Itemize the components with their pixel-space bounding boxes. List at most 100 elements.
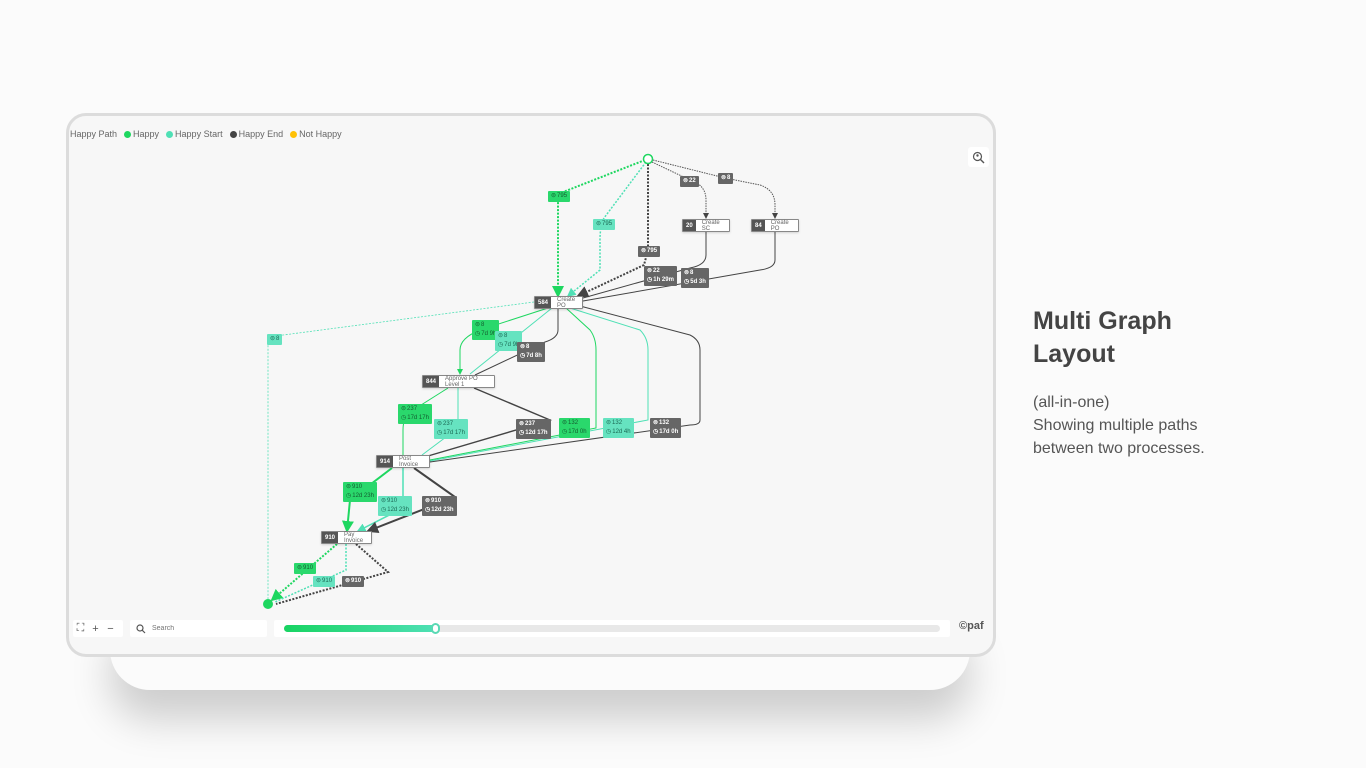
- not-happy-dot-icon: [290, 130, 298, 138]
- edge-time: 5d 3h: [690, 279, 706, 285]
- case-icon: ⊜: [345, 578, 351, 584]
- edge-label[interactable]: ⊜910◷12d 23h: [343, 482, 377, 502]
- edge-label[interactable]: ⊜22◷1h 29m: [644, 266, 677, 286]
- edge-label[interactable]: ⊜910◷12d 23h: [378, 496, 412, 516]
- node-name: Approve PO Level 1: [445, 375, 478, 388]
- happy-end-dot-icon: [229, 130, 237, 138]
- edge-time: 12d 23h: [387, 507, 409, 513]
- legend-label: Happy End: [238, 129, 284, 139]
- edge-createpo-post-g: [429, 307, 597, 461]
- edge-count: 132: [612, 420, 623, 426]
- edge-count: 910: [303, 565, 314, 571]
- clock-icon: ◷: [562, 429, 568, 435]
- zoom-in-icon[interactable]: +: [92, 622, 99, 635]
- legend-title: Happy Path: [70, 129, 118, 139]
- edge-label[interactable]: ⊜132◷17d 0h: [559, 418, 590, 438]
- description-line: (all-in-one): [1033, 394, 1110, 411]
- zoom-out-icon[interactable]: −: [107, 622, 114, 635]
- case-icon: ⊜: [498, 333, 504, 339]
- edge-label[interactable]: ⊜8: [718, 173, 734, 184]
- fit-view-button[interactable]: [968, 147, 989, 167]
- edge-label[interactable]: ⊜910◷12d 23h: [422, 496, 457, 516]
- search-icon: [136, 623, 146, 633]
- edge-label[interactable]: ⊜910: [313, 576, 336, 587]
- edge-count: 8: [690, 270, 694, 276]
- edge-time: 12d 23h: [431, 507, 454, 513]
- edge-label[interactable]: ⊜795: [548, 191, 571, 202]
- slider-handle[interactable]: [430, 623, 440, 634]
- clock-icon: ◷: [498, 342, 504, 348]
- edge-label[interactable]: ⊜237◷17d 17h: [398, 404, 432, 424]
- edge-label[interactable]: ⊜8◷7d 9h: [495, 331, 523, 351]
- path-slider[interactable]: [284, 623, 940, 634]
- edge-label[interactable]: ⊜237◷12d 17h: [516, 419, 551, 439]
- edge-label[interactable]: ⊜132◷17d 0h: [650, 418, 682, 438]
- legend-happy-start: Happy Start: [166, 129, 223, 139]
- clock-icon: ◷: [684, 279, 690, 285]
- edge-createpo-end-teal: [267, 301, 535, 600]
- edge-time: 17d 0h: [659, 429, 679, 435]
- case-icon: ⊜: [401, 406, 407, 412]
- edge-label[interactable]: ⊜8◷7d 9h: [472, 320, 500, 340]
- search-person-icon: [972, 151, 985, 163]
- fullscreen-icon[interactable]: ⛶: [76, 622, 85, 634]
- case-icon: ⊜: [684, 270, 690, 276]
- node-create-sc[interactable]: 20 Create SC: [682, 219, 730, 232]
- edge-count: 8: [727, 175, 731, 181]
- case-icon: ⊜: [606, 420, 612, 426]
- case-icon: ⊜: [721, 175, 727, 181]
- edge-count: 795: [557, 193, 568, 199]
- edge-label[interactable]: ⊜8◷7d 8h: [517, 342, 545, 362]
- edge-label[interactable]: ⊜237◷17d 17h: [434, 419, 468, 439]
- edge-label[interactable]: ⊜910: [342, 576, 365, 587]
- edge-time: 12d 4h: [612, 429, 631, 435]
- clock-icon: ◷: [653, 429, 659, 435]
- case-icon: ⊜: [425, 498, 431, 504]
- edge-count: 132: [659, 420, 670, 426]
- edge-start-createpo-end: [576, 164, 649, 298]
- clock-icon: ◷: [346, 493, 352, 499]
- description-line: Showing multiple paths: [1033, 417, 1198, 434]
- edge-count: 910: [431, 498, 442, 504]
- edge-label[interactable]: ⊜910: [294, 563, 317, 574]
- legend-label: Happy: [133, 129, 160, 139]
- node-create-po[interactable]: 584 Create PO: [534, 296, 583, 309]
- clock-icon: ◷: [519, 430, 525, 436]
- edge-label[interactable]: ⊜8◷5d 3h: [681, 268, 709, 288]
- graph-panel: [66, 113, 996, 657]
- edge-count: 132: [568, 420, 579, 426]
- node-count: 20: [683, 220, 696, 231]
- edge-count: 22: [653, 268, 660, 274]
- edge-label[interactable]: ⊜8: [267, 334, 283, 345]
- search-input[interactable]: [152, 625, 252, 632]
- edge-count: 237: [443, 421, 454, 427]
- edge-label[interactable]: ⊜132◷12d 4h: [603, 418, 634, 438]
- case-icon: ⊜: [381, 498, 387, 504]
- clock-icon: ◷: [520, 353, 526, 359]
- edge-count: 8: [526, 344, 530, 350]
- legend-not-happy: Not Happy: [290, 129, 342, 139]
- node-name: Create SC: [701, 219, 720, 232]
- case-icon: ⊜: [437, 421, 443, 427]
- case-icon: ⊜: [647, 268, 653, 274]
- edge-label[interactable]: ⊜22: [680, 176, 699, 187]
- title-line: Layout: [1033, 340, 1115, 368]
- node-count: 84: [752, 220, 765, 231]
- edge-count: 910: [322, 578, 333, 584]
- case-icon: ⊜: [270, 336, 276, 342]
- edge-count: 237: [407, 406, 418, 412]
- node-count: 584: [535, 297, 552, 308]
- node-name: Create PO: [557, 296, 576, 309]
- edge-count: 8: [481, 322, 485, 328]
- end-node: [263, 599, 273, 609]
- search-box[interactable]: [130, 620, 267, 637]
- edge-time: 17d 17h: [407, 415, 429, 421]
- edge-label[interactable]: ⊜795: [593, 219, 616, 230]
- edge-label[interactable]: ⊜795: [638, 246, 661, 257]
